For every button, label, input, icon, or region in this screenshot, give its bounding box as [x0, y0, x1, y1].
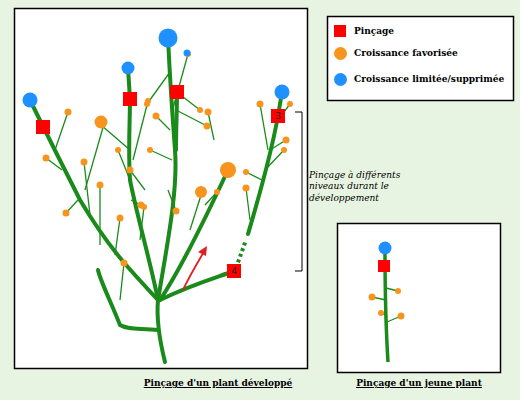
note: Pinçage à différents niveaux durant le d… [309, 170, 405, 204]
young-plant [372, 250, 401, 362]
legend-box [328, 17, 514, 101]
growth-arrow [183, 250, 205, 290]
callout-number: 4 [231, 266, 237, 276]
legend-label: Croissance favorisée [354, 48, 458, 58]
stems [30, 38, 282, 362]
legend-swatch [334, 25, 346, 37]
panel [15, 9, 308, 369]
bracket [295, 112, 302, 271]
growth-favoured-dots [43, 51, 405, 320]
growth-limited-dots [23, 29, 392, 255]
legend-swatch [334, 47, 347, 60]
dotted-stem [236, 240, 246, 268]
callout-number: 3 [275, 111, 281, 121]
caption: Pinçage d'un jeune plant [356, 378, 482, 388]
arrowhead [198, 246, 207, 256]
legend-label: Pinçage [354, 26, 394, 36]
panel [338, 224, 501, 373]
legend-label: Croissance limitée/supprimée [354, 74, 504, 84]
caption: Pinçage d'un plant développé [144, 378, 293, 388]
twigs [46, 54, 290, 300]
legend-swatch [334, 73, 347, 86]
